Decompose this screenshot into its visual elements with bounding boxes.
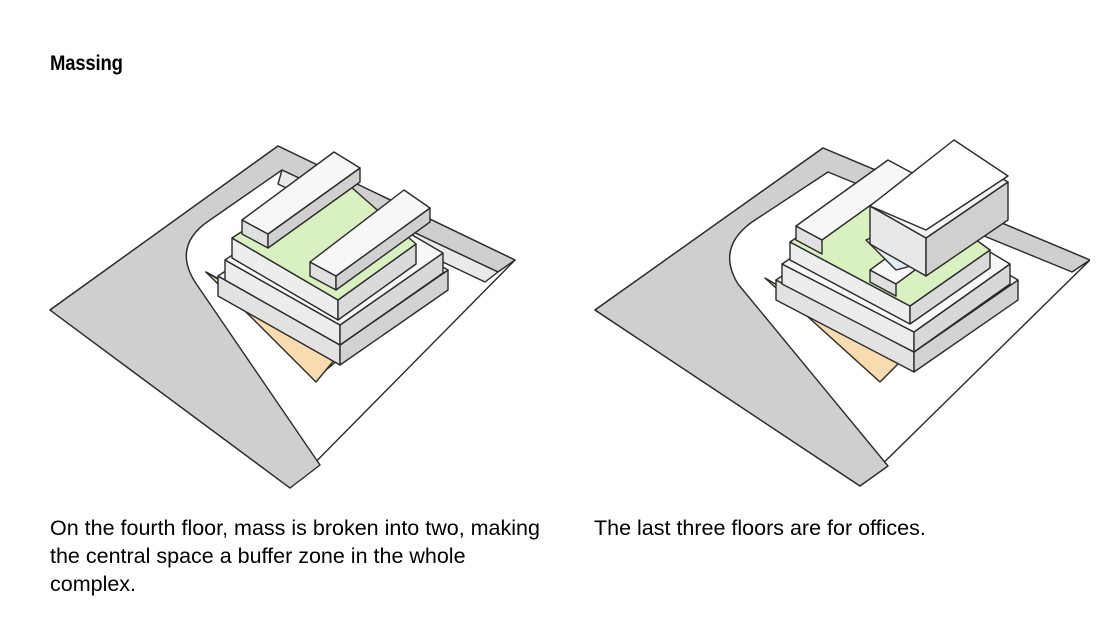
bar-1-top xyxy=(241,151,361,235)
office-tower-roof xyxy=(869,139,1009,231)
caption-fourth-floor: On the fourth floor, mass is broken into… xyxy=(50,516,540,596)
massing-diagram-fourth-floor xyxy=(20,120,540,500)
caption-office-floors: The last three floors are for offices. xyxy=(594,516,926,540)
bar-2-top xyxy=(309,189,431,277)
page-title: Massing xyxy=(50,52,123,75)
road xyxy=(594,147,1091,487)
massing-diagram-office-floors xyxy=(570,120,1091,500)
